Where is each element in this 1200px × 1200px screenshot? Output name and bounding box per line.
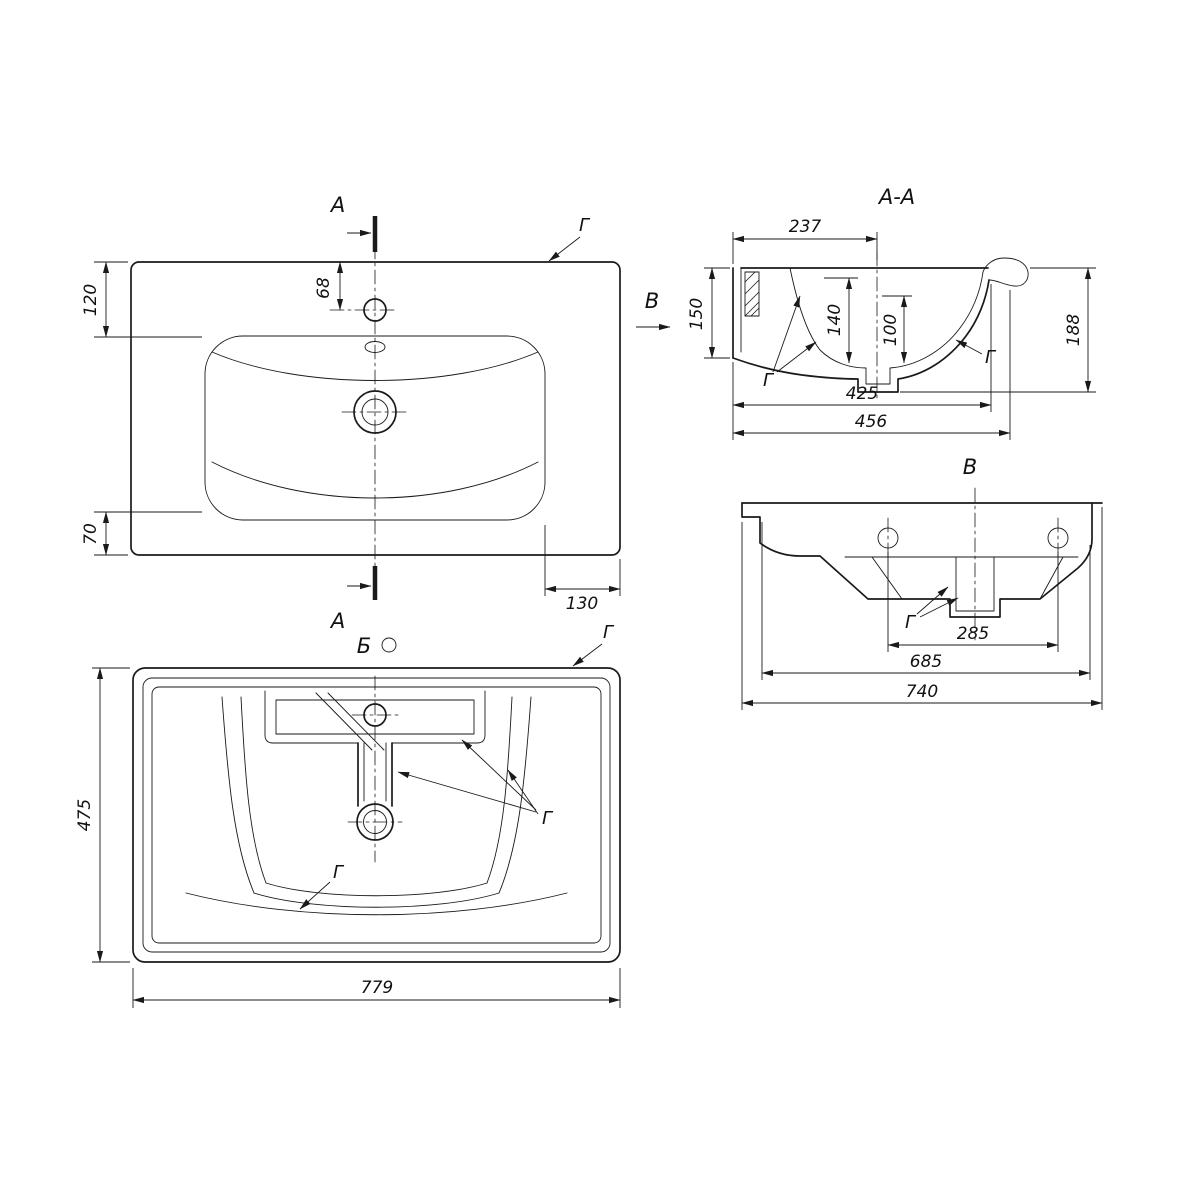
dim-label-475: 475 [75, 799, 95, 831]
detail-letter-b: Б [357, 634, 371, 658]
bottom-curve-outer [253, 892, 500, 908]
mark-g-topright-leader [572, 643, 603, 667]
dim-label-130: 130 [566, 594, 598, 614]
dim-label-237: 237 [789, 217, 822, 237]
section-title: А-А [877, 185, 915, 209]
mark-g-mid-leader-1 [397, 771, 537, 813]
bottom-view: Г Г Г 475 779 [75, 622, 621, 1008]
mounting-band-outline [264, 690, 486, 744]
view-b-side: В Г 285 685 740 [741, 455, 1103, 710]
mark-g-bottom-topright: Г [603, 622, 615, 643]
mark-g-bottom-lower: Г [333, 862, 345, 883]
dim-label-140: 140 [825, 304, 845, 336]
bottom-rim-step-2 [151, 686, 602, 944]
bowl-inner-surface [789, 267, 984, 385]
mark-g-side: Г [905, 612, 917, 633]
mount-hole-centerlines [887, 517, 1059, 561]
surface-mark-g-top-view: Г [579, 215, 591, 236]
right-wall-curve-inner [486, 696, 513, 884]
bottom-curve-inner [265, 882, 488, 897]
mark-g-side-leader-2 [919, 597, 959, 618]
mark-g-right-leader [955, 339, 983, 355]
sink-outer-contour [130, 261, 621, 556]
mark-g-left: Г [763, 370, 775, 391]
surface-mark-g-leader [548, 236, 581, 262]
drain-tube-inner [363, 742, 387, 802]
dim-label-70: 70 [81, 523, 101, 545]
dim-label-285: 285 [957, 624, 989, 644]
mark-g-lower-leader [299, 881, 331, 910]
bottom-rim-step-1 [142, 677, 611, 953]
top-plan-view: А А В Г 120 68 70 130 Б [81, 193, 671, 658]
mark-g-left-leader-1 [772, 295, 801, 373]
view-b-title: В [963, 455, 977, 479]
mark-g-mid-leader-2 [461, 739, 537, 811]
dim-label-685: 685 [910, 652, 942, 672]
drain-box-inner [955, 556, 995, 612]
dim-label-150: 150 [687, 298, 707, 330]
mark-g-mid-leader-3 [507, 769, 539, 815]
detail-mark-circle [381, 637, 397, 653]
dim-label-425: 425 [846, 384, 878, 404]
inner-slope-lines [871, 556, 1064, 600]
dim-label-740: 740 [906, 682, 938, 702]
mark-g-side-leader-1 [916, 586, 949, 615]
left-wall-curve-inner [240, 696, 267, 884]
bottom-rim-curve [185, 892, 568, 916]
section-letter-bottom: А [329, 609, 345, 633]
bracket-hatching [744, 271, 760, 317]
drain-tube-outer [357, 742, 393, 807]
dim-label-100: 100 [881, 314, 901, 346]
section-letter-top: А [329, 193, 345, 217]
mark-g-left-leader-2 [776, 341, 817, 373]
side-bottom-contour [741, 502, 1093, 618]
dim-label-120: 120 [81, 284, 101, 316]
dim-label-68: 68 [314, 277, 334, 299]
dim-label-779: 779 [361, 978, 393, 998]
dim-label-456: 456 [855, 412, 888, 432]
right-wall-curve-outer [498, 696, 532, 894]
mark-g-bottom-mid: Г [542, 808, 554, 829]
bottom-outer-contour [132, 667, 621, 963]
section-a-a: А-А Г Г 237 150 140 100 [687, 185, 1096, 440]
view-b-letter: В [645, 289, 659, 313]
internal-rib-lines [315, 692, 385, 751]
front-rim-roll [982, 257, 1029, 287]
dim-label-188: 188 [1064, 314, 1084, 347]
bowl-outer-surface [732, 279, 990, 393]
left-wall-curve-outer [221, 696, 255, 894]
